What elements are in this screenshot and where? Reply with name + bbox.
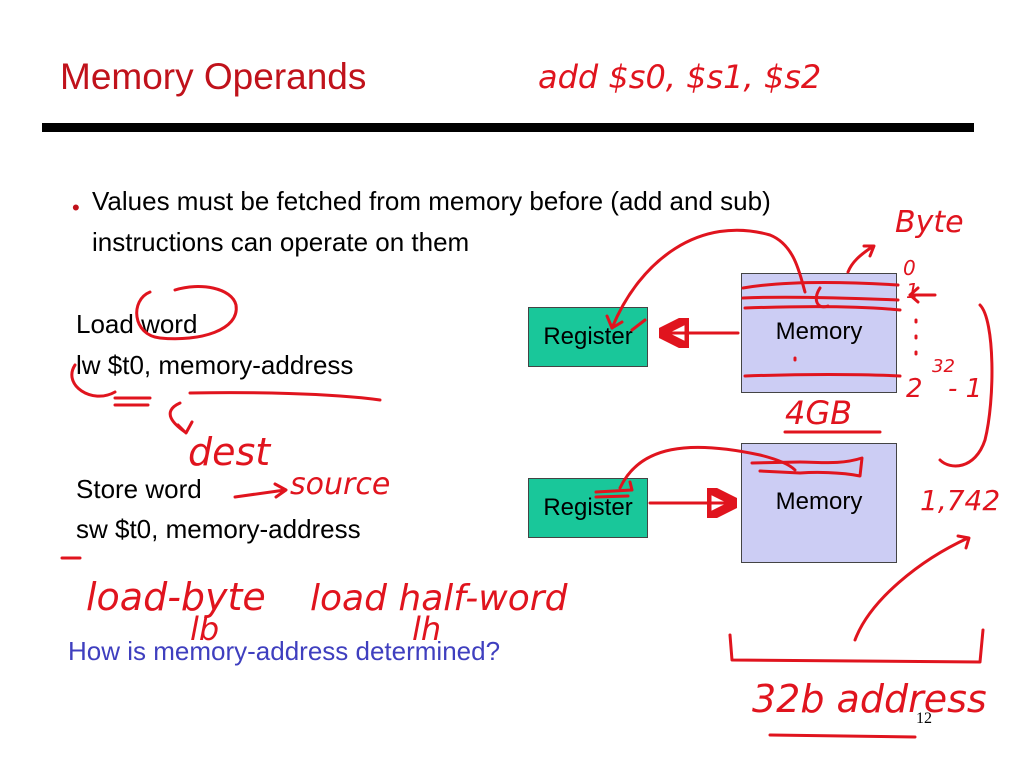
register-box-top: Register xyxy=(528,307,648,367)
lh-note: lh xyxy=(412,610,441,648)
two-note: 2 xyxy=(906,374,923,404)
four-gb-note: 4GB xyxy=(785,394,852,432)
minus-one-note: - 1 xyxy=(948,374,982,404)
byte-note: Byte xyxy=(895,205,964,240)
store-mark-shape xyxy=(750,456,864,478)
address-bits-note: 32b address xyxy=(752,677,987,721)
big-number-note: 1,742 xyxy=(920,484,1000,517)
store-word-syntax: sw $t0, memory-address xyxy=(76,514,361,544)
memory-label: Memory xyxy=(775,318,863,345)
source-arrow xyxy=(233,482,288,499)
lw-underline xyxy=(113,396,152,407)
one-note: 1 xyxy=(906,279,919,303)
word-circle xyxy=(135,285,238,341)
bullet-dot-icon: • xyxy=(72,195,80,220)
address-underline-2 xyxy=(768,733,917,739)
address-arrow xyxy=(853,534,971,642)
register-box-bottom: Register xyxy=(528,478,648,538)
slide-title: Memory Operands xyxy=(60,56,367,97)
register-tick xyxy=(630,318,647,332)
side-arc-arrow xyxy=(938,303,994,468)
memory-label: Memory xyxy=(775,488,863,515)
address-underline xyxy=(188,391,382,402)
title-divider xyxy=(42,123,974,132)
dest-note: dest xyxy=(188,430,272,474)
exponent-note: 32 xyxy=(932,356,955,377)
register-label: Register xyxy=(543,494,633,521)
bullet-text-line1: Values must be fetched from memory befor… xyxy=(92,186,771,216)
row-loop xyxy=(814,286,830,309)
load-arc-arrow xyxy=(610,228,807,330)
load-arc-head xyxy=(605,314,624,330)
store-word-heading: Store word xyxy=(76,474,202,504)
load-half-note: load half-word xyxy=(310,578,569,619)
zero-arrow xyxy=(908,286,937,304)
address-bracket xyxy=(728,628,985,664)
memory-bottom-line xyxy=(743,373,902,378)
bullet-text-line2: instructions can operate on them xyxy=(92,227,470,257)
add-instruction-note: add $s0, $s1, $s2 xyxy=(538,58,821,96)
zero-note: 0 xyxy=(903,256,916,280)
register-scribble xyxy=(594,480,634,499)
dest-arrow xyxy=(168,401,194,435)
source-note: source xyxy=(290,467,390,502)
lb-note: lb xyxy=(190,610,219,648)
question-text: How is memory-address determined? xyxy=(68,636,501,666)
load-byte-note: load-byte xyxy=(86,575,266,619)
register-label: Register xyxy=(543,323,633,350)
byte-arrow xyxy=(846,244,876,274)
page-number: 12 xyxy=(916,710,932,727)
load-word-syntax: lw $t0, memory-address xyxy=(76,350,354,380)
lw-circle xyxy=(70,363,117,398)
